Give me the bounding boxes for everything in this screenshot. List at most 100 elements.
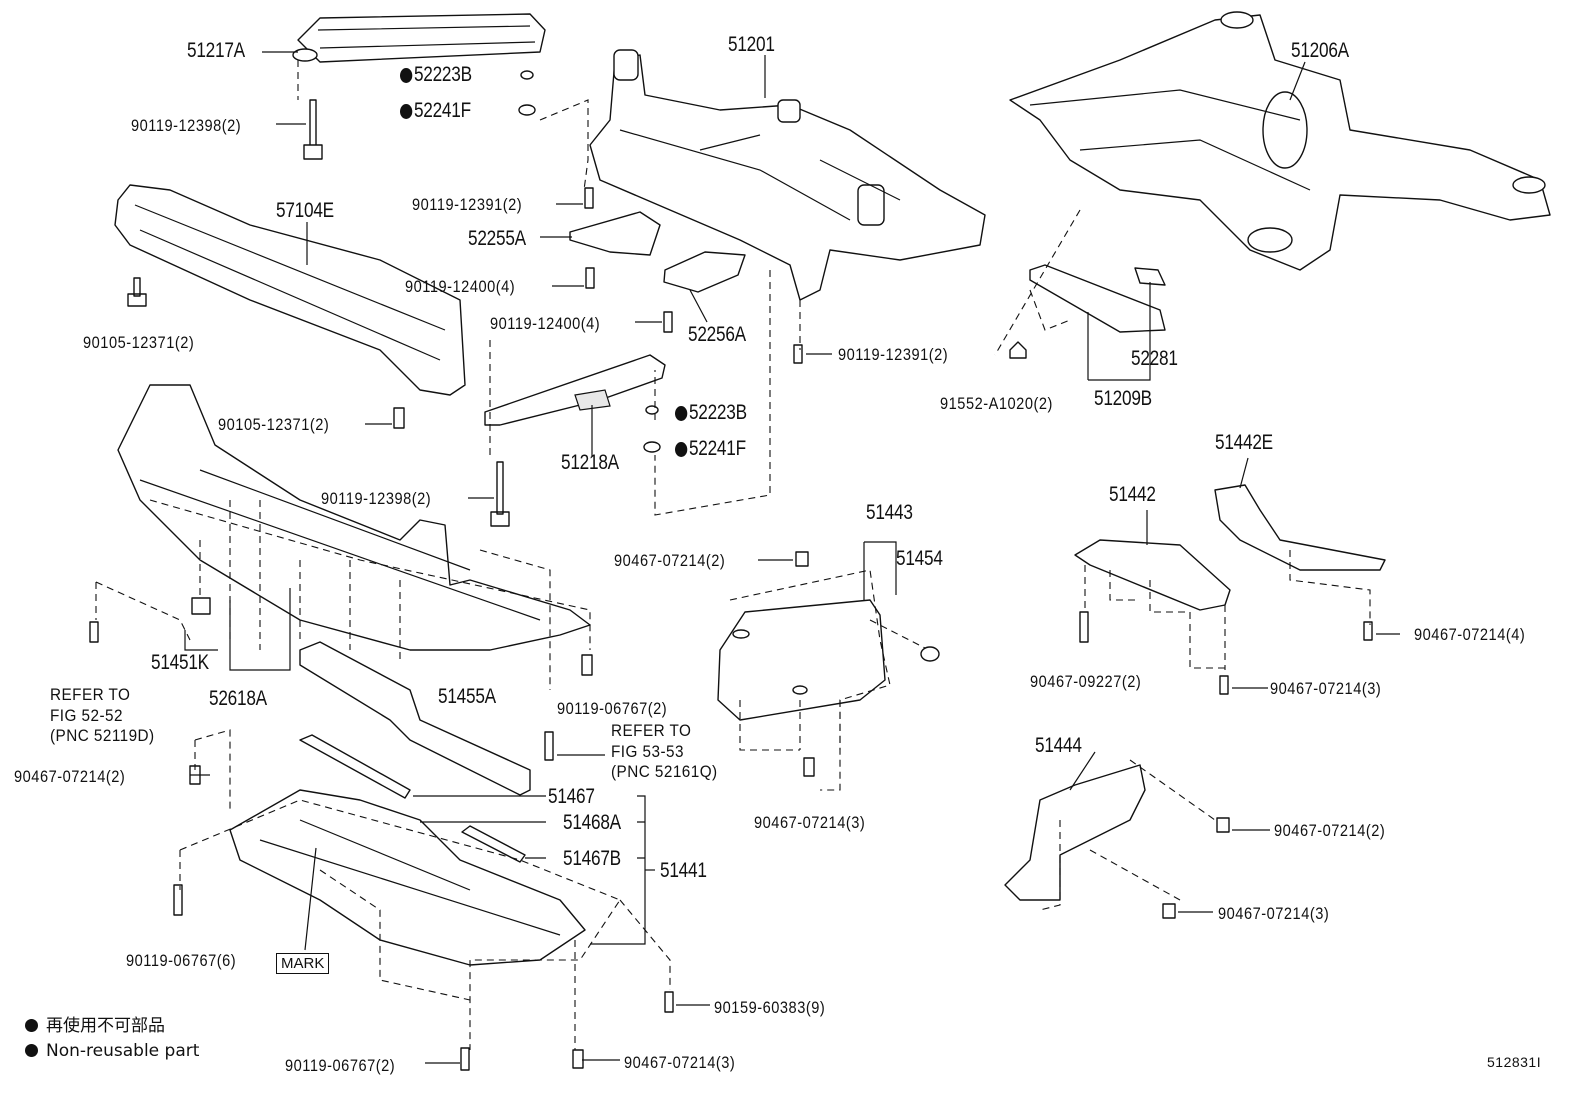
label-52223B-mid: 52223B xyxy=(675,402,747,423)
part-51201 xyxy=(589,54,986,301)
label-90467-07214-2b: 90467-07214(2) xyxy=(14,767,126,786)
label-51442: 51442 xyxy=(1109,483,1156,506)
label-90119-06767-2b: 90119-06767(2) xyxy=(285,1056,396,1075)
non-reusable-dot-icon xyxy=(25,1019,38,1032)
label-90467-07214-3a: 90467-07214(3) xyxy=(1270,679,1382,698)
bolt xyxy=(173,884,183,916)
part-52281 xyxy=(1134,267,1166,286)
bolt xyxy=(393,407,405,429)
bolt xyxy=(1162,903,1176,919)
part-57104E xyxy=(114,184,466,396)
label-51442E: 51442E xyxy=(1215,431,1273,454)
non-reusable-dot-icon xyxy=(400,104,413,119)
label-52241F-top: 52241F xyxy=(400,100,471,121)
label-51455A: 51455A xyxy=(438,685,496,708)
bolt xyxy=(490,461,510,527)
label-90159-60383: 90159-60383(9) xyxy=(714,998,826,1017)
legend-jp: 再使用不可部品 xyxy=(25,1018,165,1035)
label-90467-07214-3c: 90467-07214(3) xyxy=(1218,904,1330,923)
bolt xyxy=(585,267,595,289)
bolt xyxy=(1216,817,1230,833)
label-90119-12398-mid: 90119-12398(2) xyxy=(321,489,432,508)
bolt xyxy=(581,654,593,676)
label-52256A: 52256A xyxy=(688,323,746,346)
bolt xyxy=(795,551,809,567)
label-90119-12391-b: 90119-12391(2) xyxy=(838,345,949,364)
figure-id: 512831I xyxy=(1487,1054,1542,1070)
label-90105-12371-b: 90105-12371(2) xyxy=(218,415,330,434)
label-51468A: 51468A xyxy=(563,811,621,834)
non-reusable-dot-icon xyxy=(400,68,413,83)
label-90119-12391-a: 90119-12391(2) xyxy=(412,195,523,214)
label-52618A: 52618A xyxy=(209,687,267,710)
bolt xyxy=(584,187,594,209)
part-52256A xyxy=(663,251,746,293)
part-51444 xyxy=(1004,764,1146,901)
non-reusable-dot-icon xyxy=(675,406,688,421)
mark-callout: MARK xyxy=(276,953,330,974)
label-51209B: 51209B xyxy=(1094,387,1152,410)
bolt xyxy=(303,99,323,160)
label-90467-07214-2a: 90467-07214(2) xyxy=(614,551,726,570)
label-90467-07214-2c: 90467-07214(2) xyxy=(1274,821,1386,840)
label-51451K: 51451K xyxy=(151,651,209,674)
label-51467: 51467 xyxy=(548,785,595,808)
bolt xyxy=(544,731,554,761)
part-52255A xyxy=(569,211,661,256)
bolt xyxy=(664,991,674,1013)
label-51467B: 51467B xyxy=(563,847,621,870)
label-90119-12400-b: 90119-12400(4) xyxy=(490,314,601,333)
part-51443 xyxy=(717,599,886,721)
bolt xyxy=(803,757,815,777)
part-51442 xyxy=(1074,539,1231,611)
bolt xyxy=(460,1047,470,1071)
part-51218A xyxy=(484,354,666,426)
label-90467-07214-4: 90467-07214(4) xyxy=(1414,625,1526,644)
part-51209B xyxy=(1029,264,1166,333)
bolt xyxy=(1219,675,1229,695)
part-51455A xyxy=(299,641,531,796)
bolt xyxy=(663,311,673,333)
part-51442E xyxy=(1214,484,1386,571)
bolt xyxy=(127,277,147,307)
label-51206A: 51206A xyxy=(1291,39,1349,62)
label-52281: 52281 xyxy=(1131,347,1178,370)
bolt xyxy=(793,344,803,364)
label-51218A: 51218A xyxy=(561,451,619,474)
non-reusable-dot-icon xyxy=(675,442,688,457)
label-90105-12371-a: 90105-12371(2) xyxy=(83,333,195,352)
legend-en: Non-reusable part xyxy=(25,1043,199,1060)
label-52255A: 52255A xyxy=(468,227,526,250)
label-91552-A1020: 91552-A1020(2) xyxy=(940,394,1053,413)
label-90467-07214-3d: 90467-07214(3) xyxy=(624,1053,736,1072)
label-90467-07214-3b: 90467-07214(3) xyxy=(754,813,866,832)
part-51217A xyxy=(297,13,546,63)
part-51467B xyxy=(461,825,526,863)
label-57104E: 57104E xyxy=(276,199,334,222)
label-90119-12400-a: 90119-12400(4) xyxy=(405,277,516,296)
bolt xyxy=(1079,611,1089,643)
bolt xyxy=(1363,621,1373,641)
label-51217A: 51217A xyxy=(187,39,245,62)
label-90119-12398-top: 90119-12398(2) xyxy=(131,116,242,135)
label-51454: 51454 xyxy=(896,547,943,570)
label-51444: 51444 xyxy=(1035,734,1082,757)
part-engine-undercover xyxy=(229,789,586,966)
label-51441: 51441 xyxy=(660,859,707,882)
part-51467 xyxy=(299,734,411,799)
label-90119-06767-2a: 90119-06767(2) xyxy=(557,699,668,718)
non-reusable-dot-icon xyxy=(25,1044,38,1057)
label-90467-09227: 90467-09227(2) xyxy=(1030,672,1142,691)
label-51201: 51201 xyxy=(728,33,775,56)
part-51441 xyxy=(117,384,591,651)
bolt xyxy=(89,621,99,643)
bolt xyxy=(572,1049,584,1069)
label-51443: 51443 xyxy=(866,501,913,524)
label-52241F-mid: 52241F xyxy=(675,438,746,459)
label-52223B-top: 52223B xyxy=(400,64,472,85)
clip xyxy=(191,597,211,615)
